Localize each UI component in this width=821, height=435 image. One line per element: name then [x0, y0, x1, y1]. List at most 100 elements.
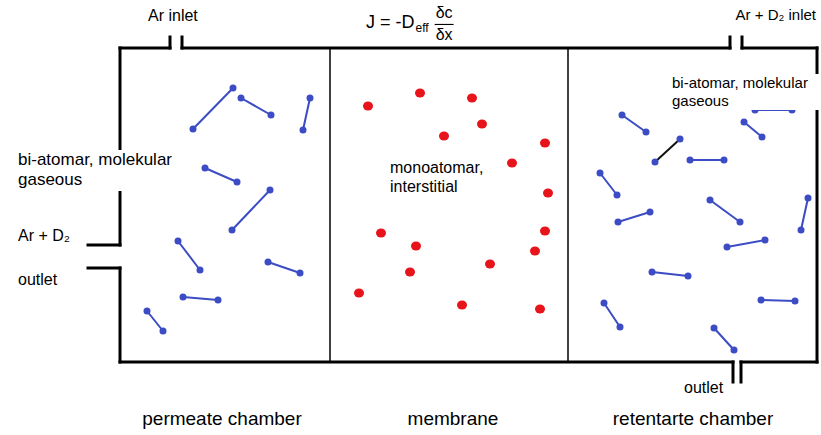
- atom-dot: [724, 244, 731, 251]
- atom-dot: [614, 192, 621, 199]
- atom-dot: [190, 126, 197, 133]
- d2-molecule: [175, 238, 204, 274]
- outlet-pipe: [732, 362, 735, 382]
- outlet-pipe: [740, 362, 743, 382]
- atom-dot: [687, 157, 694, 164]
- molecule-bond: [755, 109, 792, 111]
- membrane-boundary: [329, 48, 331, 362]
- d2-molecule: [597, 170, 621, 199]
- atom-dot: [762, 237, 769, 244]
- d-atom: [530, 247, 540, 256]
- chamber-region: bi-atomar, molekular gaseous retentarte c…: [568, 48, 818, 433]
- atom-dot: [798, 227, 805, 234]
- d2-molecule: [798, 195, 812, 234]
- molecule-bond: [744, 122, 762, 137]
- d-atom: [467, 94, 477, 103]
- membrane-boundary: [567, 48, 569, 362]
- chamber-wall: [742, 47, 817, 50]
- atom-dot: [601, 300, 608, 307]
- d-atom: [543, 189, 553, 198]
- outlet-label: outlet: [684, 378, 723, 397]
- d-atom: [354, 289, 364, 298]
- formula-text: J = -D: [366, 12, 415, 34]
- atom-dot: [647, 209, 654, 216]
- atom-dot: [677, 136, 684, 143]
- chamber-wall: [119, 268, 122, 362]
- d-atom: [405, 268, 415, 277]
- d-atom: [439, 132, 449, 141]
- atom-dot: [805, 195, 812, 202]
- d-atom: [457, 301, 467, 310]
- d-atom: [540, 139, 550, 148]
- atom-dot: [202, 165, 209, 172]
- chamber-wall: [816, 48, 819, 362]
- molecule-bond: [193, 88, 233, 129]
- region-note: bi-atomar, molekular gaseous: [672, 74, 821, 110]
- atom-dot: [297, 270, 304, 277]
- atom-dot: [643, 129, 650, 136]
- atom-dot: [789, 107, 796, 114]
- molecule-bond: [147, 311, 163, 331]
- d2-molecule: [687, 157, 728, 164]
- d2-molecule: [724, 237, 769, 251]
- atom-dot: [265, 259, 272, 266]
- formula-denominator: δx: [436, 25, 453, 44]
- outlet-label: Ar + D₂: [18, 226, 70, 245]
- d2-molecule: [615, 209, 654, 226]
- molecule-bond: [761, 300, 795, 301]
- d2-molecule: [238, 95, 275, 119]
- outlet-pipe: [88, 244, 120, 247]
- atom-dot: [652, 159, 659, 166]
- d-atom: [415, 89, 425, 98]
- chamber-label: retentarte chamber: [613, 408, 774, 431]
- atom-dot: [267, 187, 274, 194]
- atom-dot: [144, 308, 151, 315]
- molecule-bond: [600, 173, 617, 195]
- atom-dot: [617, 324, 624, 331]
- d2-molecule: [180, 294, 222, 304]
- molecule-bond: [690, 159, 724, 161]
- atom-dot: [238, 95, 245, 102]
- chamber-wall: [182, 47, 730, 50]
- molecule-bond: [205, 168, 237, 182]
- d2-molecule: [707, 197, 744, 226]
- atom-dot: [307, 95, 314, 102]
- atom-dot: [230, 85, 237, 92]
- atom-dot: [649, 269, 656, 276]
- molecule-bond: [183, 297, 218, 300]
- atom-dot: [300, 127, 307, 134]
- molecule-bond: [714, 328, 734, 350]
- d2-molecule: [649, 269, 692, 280]
- molecule-bond: [303, 98, 310, 130]
- inlet-pipe: [169, 37, 172, 48]
- d-atom: [540, 227, 550, 236]
- chamber-wall: [120, 47, 170, 50]
- d-atom: [535, 305, 545, 314]
- atom-dot: [731, 347, 738, 354]
- d2-molecule: [652, 136, 684, 166]
- d-atom: [507, 159, 517, 168]
- chamber-wall: [120, 361, 733, 364]
- inlet-label: Ar + D₂ inlet: [736, 6, 816, 24]
- atom-dot: [741, 119, 748, 126]
- atom-dot: [707, 197, 714, 204]
- d2-molecule: [144, 308, 167, 335]
- d-atom: [477, 120, 487, 129]
- d2-molecule: [619, 112, 650, 136]
- atom-dot: [160, 328, 167, 335]
- atom-dot: [711, 325, 718, 332]
- molecule-bond: [268, 262, 300, 273]
- inlet-pipe: [729, 37, 732, 48]
- molecule-bond: [604, 303, 620, 327]
- molecule-bond: [241, 98, 271, 115]
- molecule-bond: [801, 198, 808, 230]
- region-note: bi-atomar, molekular gaseous: [18, 150, 183, 191]
- formula-numerator: δc: [436, 3, 453, 22]
- molecule-bond: [727, 240, 765, 247]
- atom-dot: [597, 170, 604, 177]
- d2-molecule: [601, 300, 624, 331]
- atom-dot: [197, 267, 204, 274]
- d2-molecule: [265, 259, 304, 277]
- atom-dot: [758, 297, 765, 304]
- atom-dot: [737, 219, 744, 226]
